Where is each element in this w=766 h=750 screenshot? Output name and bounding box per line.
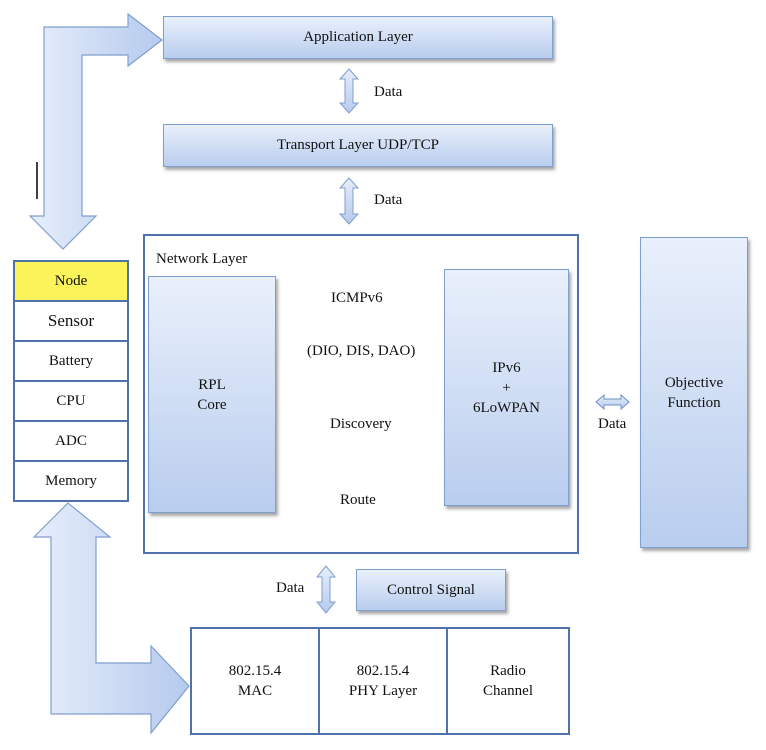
objective-function-box: Objective Function — [640, 237, 748, 548]
phy-label-line2: PHY Layer — [348, 683, 418, 699]
adc-label: ADC — [55, 432, 87, 449]
node-to-mac-arrow — [32, 502, 190, 735]
icmpv6-label: ICMPv6 — [331, 290, 383, 306]
control-signal-label: Control Signal — [387, 581, 475, 598]
network-mac-data-arrow — [315, 565, 337, 614]
transport-layer-box: Transport Layer UDP/TCP — [163, 124, 553, 167]
phy-cell: 802.15.4 PHY Layer — [320, 629, 448, 733]
ipv6-label-line2: + — [502, 379, 511, 396]
node-stack: Node Sensor Battery CPU ADC Memory — [13, 260, 129, 502]
memory-label: Memory — [45, 472, 97, 489]
app-transport-data-arrow — [338, 68, 360, 114]
data-label-ipv6-objective: Data — [598, 416, 627, 432]
cpu-label: CPU — [56, 392, 86, 409]
discovery-label: Discovery — [330, 416, 392, 432]
mac-label-line1: 802.15.4 — [228, 663, 282, 679]
data-label-app-transport: Data — [374, 84, 403, 100]
objective-label-line1: Objective — [664, 374, 724, 391]
network-layer-label: Network Layer — [156, 251, 248, 267]
control-signal-box: Control Signal — [356, 569, 506, 611]
node-to-application-arrow — [28, 12, 163, 250]
rpl-core-label-line2: Core — [197, 396, 227, 413]
ipv6-objective-data-arrow — [595, 393, 630, 411]
node-item-sensor: Sensor — [15, 302, 127, 342]
rpl-core-label-line1: RPL — [198, 376, 226, 393]
node-item-cpu: CPU — [15, 382, 127, 422]
node-title: Node — [54, 272, 88, 289]
node-item-adc: ADC — [15, 422, 127, 462]
application-layer-label: Application Layer — [303, 29, 413, 45]
node-item-memory: Memory — [15, 462, 127, 500]
node-item-battery: Battery — [15, 342, 127, 382]
ipv6-label-line1: IPv6 — [492, 359, 521, 376]
rpl-core-box: RPL Core — [148, 276, 276, 513]
mac-cell: 802.15.4 MAC — [192, 629, 320, 733]
link-physical-layer-box: 802.15.4 MAC 802.15.4 PHY Layer Radio Ch… — [190, 627, 570, 735]
ipv6-6lowpan-box: IPv6 + 6LoWPAN — [444, 269, 569, 506]
data-label-network-mac: Data — [276, 580, 305, 596]
radio-label-line1: Radio — [490, 663, 526, 679]
icmp-messages-label: (DIO, DIS, DAO) — [307, 343, 416, 359]
ipv6-label-line3: 6LoWPAN — [473, 399, 540, 416]
radio-cell: Radio Channel — [448, 629, 568, 733]
transport-network-data-arrow — [338, 177, 360, 225]
objective-label-line2: Function — [667, 394, 721, 411]
transport-layer-label: Transport Layer UDP/TCP — [277, 137, 439, 153]
battery-label: Battery — [48, 352, 94, 369]
node-title-cell: Node — [15, 262, 127, 302]
sensor-label: Sensor — [47, 311, 95, 330]
radio-label-line2: Channel — [483, 683, 533, 699]
route-label: Route — [340, 492, 376, 508]
application-layer-box: Application Layer — [163, 16, 553, 59]
data-label-transport-network: Data — [374, 192, 403, 208]
phy-label-line1: 802.15.4 — [356, 663, 410, 679]
mac-label-line2: MAC — [237, 683, 273, 699]
